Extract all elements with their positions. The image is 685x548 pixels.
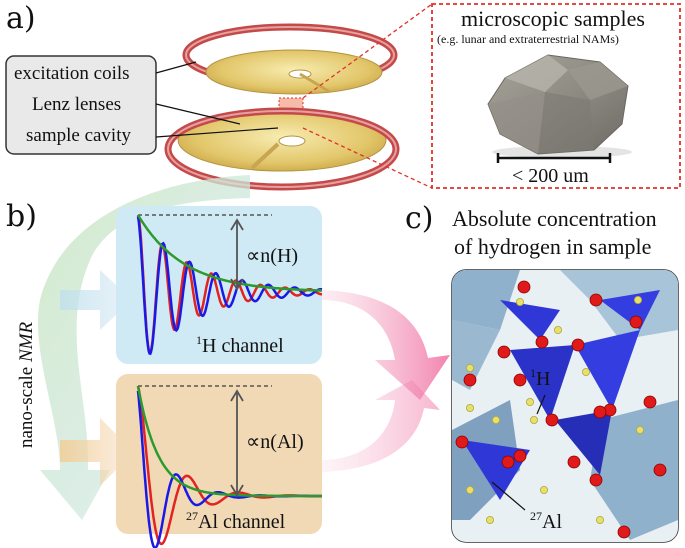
- hydrogen-atom: [530, 415, 539, 424]
- oxygen-atom: [501, 455, 515, 469]
- oxygen-atom: [497, 345, 511, 359]
- inset-title: microscopic samples: [461, 6, 645, 31]
- scale-bar: [496, 153, 612, 163]
- leader-lines: [155, 61, 279, 138]
- crystal-structure: [451, 269, 679, 543]
- hydrogen-atom: [582, 367, 591, 376]
- oxygen-atom: [643, 395, 657, 409]
- oxygen-atom: [617, 525, 631, 539]
- rock-sample-icon: [487, 54, 632, 158]
- hydrogen-atom: [636, 425, 645, 434]
- hydrogen-atom: [596, 516, 605, 525]
- h-channel-label: 1H channel: [196, 333, 284, 357]
- crystal-al-leader: [491, 481, 526, 511]
- oxygen-atom: [513, 449, 527, 463]
- oxygen-atom: [567, 455, 581, 469]
- oxygen-atom: [463, 373, 477, 387]
- scale-bar-label: < 200 um: [512, 165, 589, 187]
- hydrogen-atom: [526, 397, 535, 406]
- h-channel-box: [116, 206, 322, 364]
- panel-c-title-line1: Absolute concentration: [452, 206, 657, 231]
- crystal-h-leader: [536, 394, 546, 415]
- hydrogen-atom: [465, 485, 474, 494]
- lower-coil: [164, 107, 400, 191]
- hydrogen-atom: [634, 295, 643, 304]
- hydrogen-atom: [465, 363, 474, 372]
- oxygen-atom: [517, 280, 531, 294]
- panel-c-letter: c): [405, 201, 434, 236]
- crystal-al-label: 27Al: [530, 509, 562, 533]
- oxygen-atom: [513, 373, 527, 387]
- hydrogen-atom: [554, 325, 563, 334]
- al-measure-label: ∝n(Al): [246, 431, 304, 453]
- al-fid-signal: [136, 385, 322, 548]
- oxygen-atom: [593, 405, 607, 419]
- labels-box: [5, 55, 157, 155]
- panel-c-title-line2: of hydrogen in sample: [454, 234, 651, 259]
- oxygen-atom: [589, 293, 603, 307]
- hydrogen-atom: [485, 516, 494, 525]
- inset-subtitle: (e.g. lunar and extraterrestrial NAMs): [437, 32, 619, 46]
- side-label-nano-nmr: nano-scale NMR: [16, 322, 37, 448]
- panel-a-letter: a): [6, 1, 36, 36]
- oxygen-atom: [455, 435, 469, 449]
- hydrogen-atom: [491, 415, 500, 424]
- oxygen-atom: [571, 338, 585, 352]
- crystal-h-label: 1H: [530, 366, 550, 390]
- panel-b-letter: b): [6, 199, 37, 234]
- hydrogen-atom: [540, 485, 549, 494]
- inset-frame: [302, 3, 681, 189]
- label-sample-cavity: sample cavity: [26, 125, 131, 146]
- oxygen-atom: [589, 473, 603, 487]
- oxygen-atom: [629, 315, 643, 329]
- oxygen-atom: [653, 463, 667, 477]
- h-fid-signal: [136, 214, 323, 356]
- upper-lenz-lens: [205, 49, 383, 95]
- label-lenz-lenses: Lenz lenses: [32, 94, 121, 115]
- oxygen-atom: [545, 413, 559, 427]
- label-excitation-coils: excitation coils: [14, 63, 130, 84]
- hydrogen-atom: [516, 297, 525, 306]
- flow-arrows: [37, 175, 450, 520]
- al-channel-label: 27Al channel: [186, 509, 286, 533]
- h-measure-label: ∝n(H): [246, 245, 298, 267]
- oxygen-atom: [535, 335, 549, 349]
- hydrogen-atom: [465, 403, 474, 412]
